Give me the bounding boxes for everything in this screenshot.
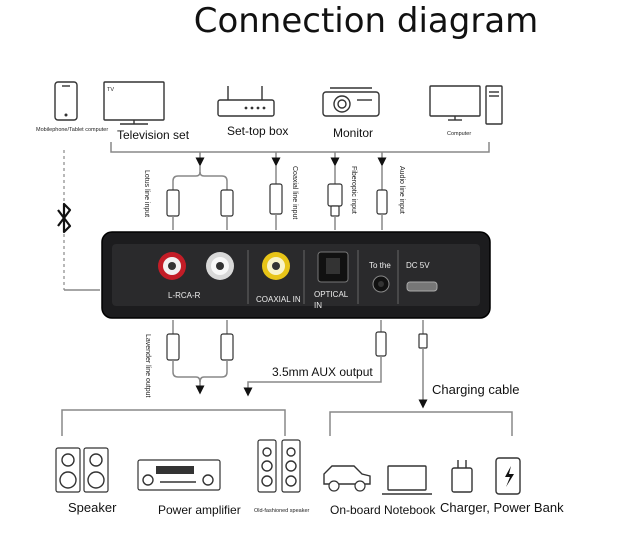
speaker-label: Speaker (68, 500, 117, 515)
laptop-icon (382, 465, 432, 495)
fiber-input-label: Fiberoptic input (350, 166, 357, 214)
optical-port-label-2: IN (314, 301, 322, 310)
dc-port-label: DC 5V (406, 261, 430, 270)
charger-label: Charger, Power Bank (440, 500, 564, 515)
power-bank-icon (495, 457, 521, 495)
computer-icon (429, 85, 503, 125)
old-speaker-label: Old-fashioned speaker (254, 508, 310, 514)
computer-label: Computer (447, 131, 471, 137)
diagram-title: Connection diagram (194, 1, 539, 41)
charging-cable-label: Charging cable (432, 382, 519, 397)
charger-icon (451, 460, 473, 493)
amplifier-icon (137, 459, 221, 491)
television-label: Television set (117, 128, 190, 142)
charge-bracket (329, 411, 513, 436)
optical-port-label-1: OPTICAL (314, 290, 349, 299)
lotus-input-label: Lotus line input (143, 170, 150, 217)
settop-label: Set-top box (227, 124, 288, 138)
coaxial-input-label: Coaxial line input (291, 166, 298, 219)
source-bracket (110, 142, 490, 153)
aux-output-label: 3.5mm AUX output (272, 365, 373, 379)
bluetooth-icon (54, 202, 74, 234)
phone-icon (54, 81, 78, 121)
notebook-label: Notebook (384, 503, 436, 517)
audio-out-bracket (61, 409, 286, 436)
tv-screen-text: TV (107, 87, 114, 93)
aux-port-label: To the (369, 261, 391, 270)
audio-input-label: Audio line input (398, 166, 405, 214)
lavender-output-label: Lavender line output (144, 334, 151, 397)
coaxial-port-label: COAXIAL IN (256, 295, 301, 304)
projector-icon (322, 87, 380, 117)
rca-port-label: L-RCA-R (168, 291, 201, 300)
onboard-label: On-board (330, 503, 381, 517)
amplifier-label: Power amplifier (158, 503, 241, 517)
receiver-device: L-RCA-R COAXIAL IN OPTICAL IN To the DC … (101, 231, 491, 319)
speaker-icon (55, 447, 109, 493)
old-speaker-icon (257, 439, 301, 493)
monitor-label: Monitor (333, 126, 373, 140)
tv-icon (103, 81, 165, 125)
car-icon (323, 465, 371, 492)
phone-label: Mobilephone/Tablet computer (36, 127, 108, 133)
router-icon (217, 86, 275, 117)
